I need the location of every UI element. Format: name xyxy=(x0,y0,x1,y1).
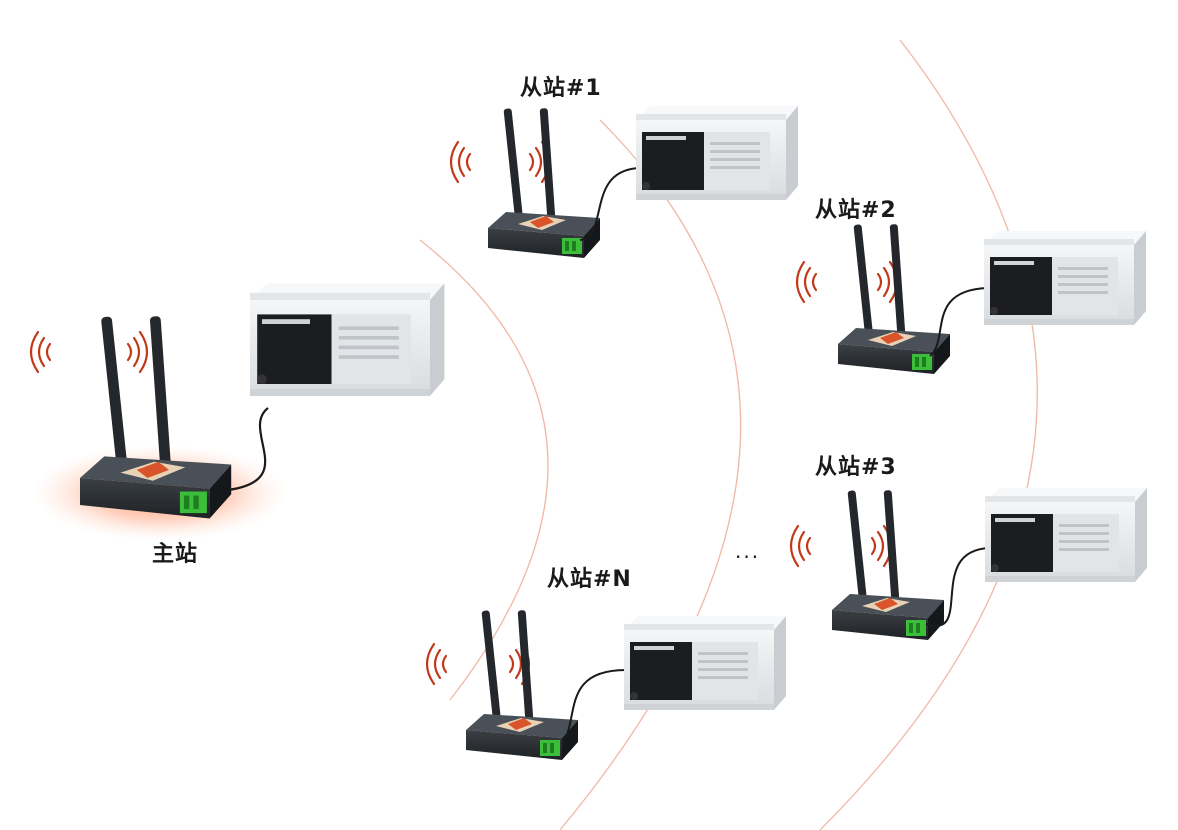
cable xyxy=(561,669,627,745)
slave-station-1 xyxy=(449,106,798,258)
slave-station-n xyxy=(425,610,786,760)
master-station xyxy=(29,283,445,541)
slave-2-label: 从站#2 xyxy=(815,198,897,223)
cable xyxy=(929,287,989,357)
radio-range-arcs xyxy=(419,39,1038,830)
slave-station-3 xyxy=(789,488,1147,640)
wireless-gateway-icon xyxy=(832,490,944,640)
wifi-wave-icon xyxy=(425,642,448,686)
slave-1-label: 从站#1 xyxy=(520,76,602,101)
plc-controller-icon xyxy=(985,488,1147,582)
slave-station-2 xyxy=(795,224,1146,374)
master-station-label: 主站 xyxy=(152,542,199,567)
plc-controller-icon xyxy=(984,231,1146,325)
plc-controller-icon xyxy=(624,616,786,710)
wireless-gateway-icon xyxy=(488,108,600,258)
cable xyxy=(925,547,991,627)
plc-controller-icon xyxy=(636,106,798,200)
slave-n-label: 从站#N xyxy=(547,567,632,592)
arc-inner xyxy=(419,239,549,701)
slave-3-label: 从站#3 xyxy=(815,455,897,480)
wifi-wave-icon xyxy=(795,260,818,304)
wifi-wave-icon xyxy=(789,524,812,568)
cable xyxy=(579,167,641,241)
arc-outer xyxy=(819,39,1038,830)
wifi-wave-icon xyxy=(29,330,52,374)
wifi-wave-icon xyxy=(126,330,149,374)
arc-middle xyxy=(559,119,742,830)
ellipsis-more-slaves: ··· xyxy=(735,545,761,569)
cable xyxy=(227,407,269,492)
wireless-gateway-icon xyxy=(80,316,232,519)
wifi-wave-icon xyxy=(449,140,472,184)
plc-controller-icon xyxy=(250,283,445,396)
